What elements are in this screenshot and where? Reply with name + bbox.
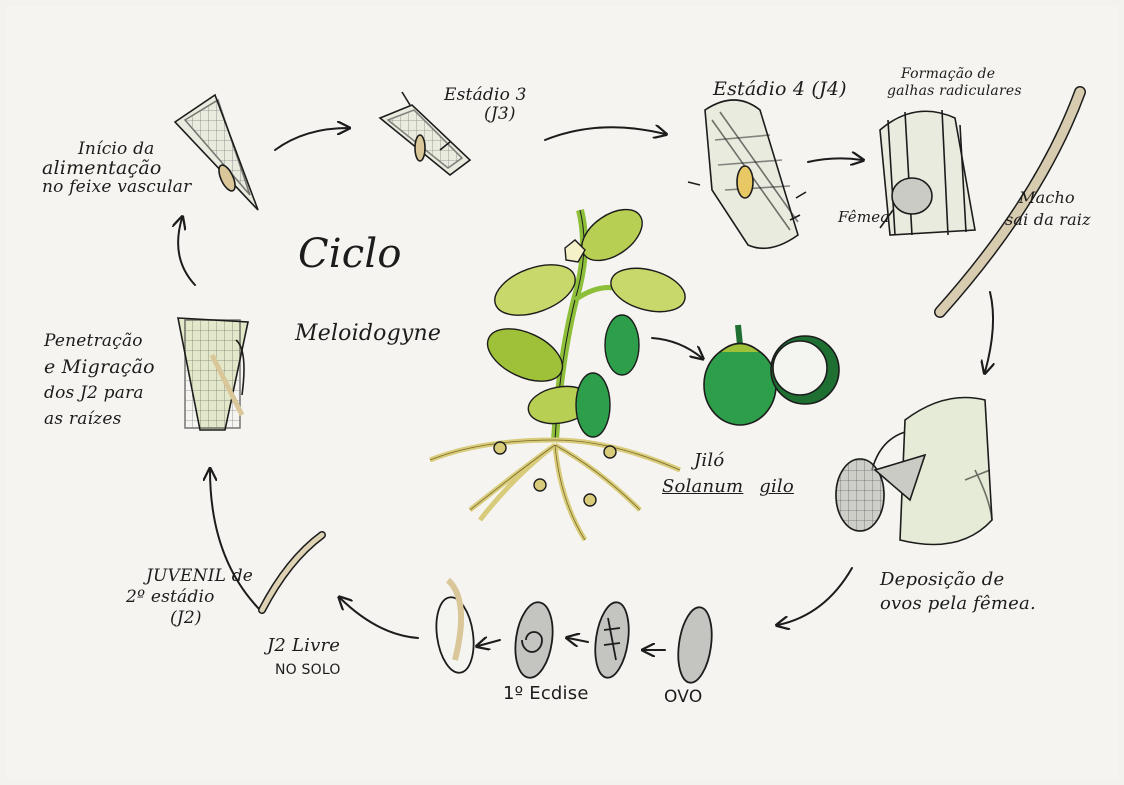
plant-common-name: Jiló (662, 448, 794, 474)
label-penetracao-line3: dos J2 para (44, 380, 155, 406)
label-inicio-line2: alimentação (42, 159, 191, 178)
label-ecdise: 1º Ecdise (503, 684, 589, 703)
label-formacao-line2: galhas radiculares (887, 83, 1022, 100)
label-ovo: OVO (664, 688, 702, 707)
plant-genus: Solanum (662, 476, 743, 497)
label-macho-line2: sai da raiz (1005, 209, 1091, 231)
label-femea: Fêmea (838, 208, 890, 227)
label-deposicao-line1: Deposição de (880, 568, 1036, 592)
label-femea-line1: Fêmea (838, 208, 890, 227)
label-deposicao-line2: ovos pela fêmea. (880, 592, 1036, 616)
label-estadio3-line1: Estádio 3 (444, 86, 527, 105)
label-macho-line1: Macho (1005, 187, 1091, 209)
label-formacao-line1: Formação de (887, 66, 1022, 83)
label-j2-livre: J2 Livre NO SOLO (267, 634, 341, 682)
label-juvenil-line2: 2º estádio (126, 587, 253, 608)
label-plant-name: Jiló Solanum gilo (662, 448, 794, 500)
label-inicio-line3: no feixe vascular (42, 178, 191, 197)
label-penetracao: Penetração e Migração dos J2 para as raí… (44, 328, 155, 432)
root-penetracao-drawing (178, 318, 248, 430)
label-formacao: Formação de galhas radiculares (887, 66, 1022, 100)
galha-femea-drawing (880, 110, 975, 235)
plant-species: gilo (759, 476, 794, 497)
label-estadio4: Estádio 4 (J4) (713, 80, 847, 99)
label-penetracao-line1: Penetração (44, 328, 155, 354)
label-juvenil-line1: JUVENIL de (126, 566, 253, 587)
cycle-title-line1: Ciclo (298, 232, 402, 276)
label-juvenil: JUVENIL de 2º estádio (J2) (126, 566, 253, 629)
label-ecdise-line1: 1º Ecdise (503, 684, 589, 703)
fruit-2 (576, 373, 610, 437)
cycle-subtitle: Meloidogyne (295, 322, 441, 346)
label-inicio: Início da alimentação no feixe vascular (42, 140, 191, 197)
label-penetracao-line2: e Migração (44, 354, 155, 380)
label-j2-livre-line1: J2 Livre (267, 634, 341, 658)
label-j2-livre-line2: NO SOLO (267, 658, 341, 682)
label-penetracao-line4: as raízes (44, 406, 155, 432)
label-estadio3-line2: (J3) (444, 105, 527, 124)
plant-scientific-name: Solanum gilo (662, 474, 794, 500)
fruit-1 (605, 315, 639, 375)
label-macho: Macho sai da raiz (1005, 187, 1091, 231)
label-juvenil-line3: (J2) (126, 608, 253, 629)
label-estadio4-line1: Estádio 4 (J4) (713, 80, 847, 99)
cycle-title-line2: Meloidogyne (295, 322, 441, 346)
label-deposicao: Deposição de ovos pela fêmea. (880, 568, 1036, 616)
cycle-title: Ciclo (298, 232, 402, 276)
label-estadio3: Estádio 3 (J3) (444, 86, 527, 124)
label-ovo-line1: OVO (664, 688, 702, 707)
